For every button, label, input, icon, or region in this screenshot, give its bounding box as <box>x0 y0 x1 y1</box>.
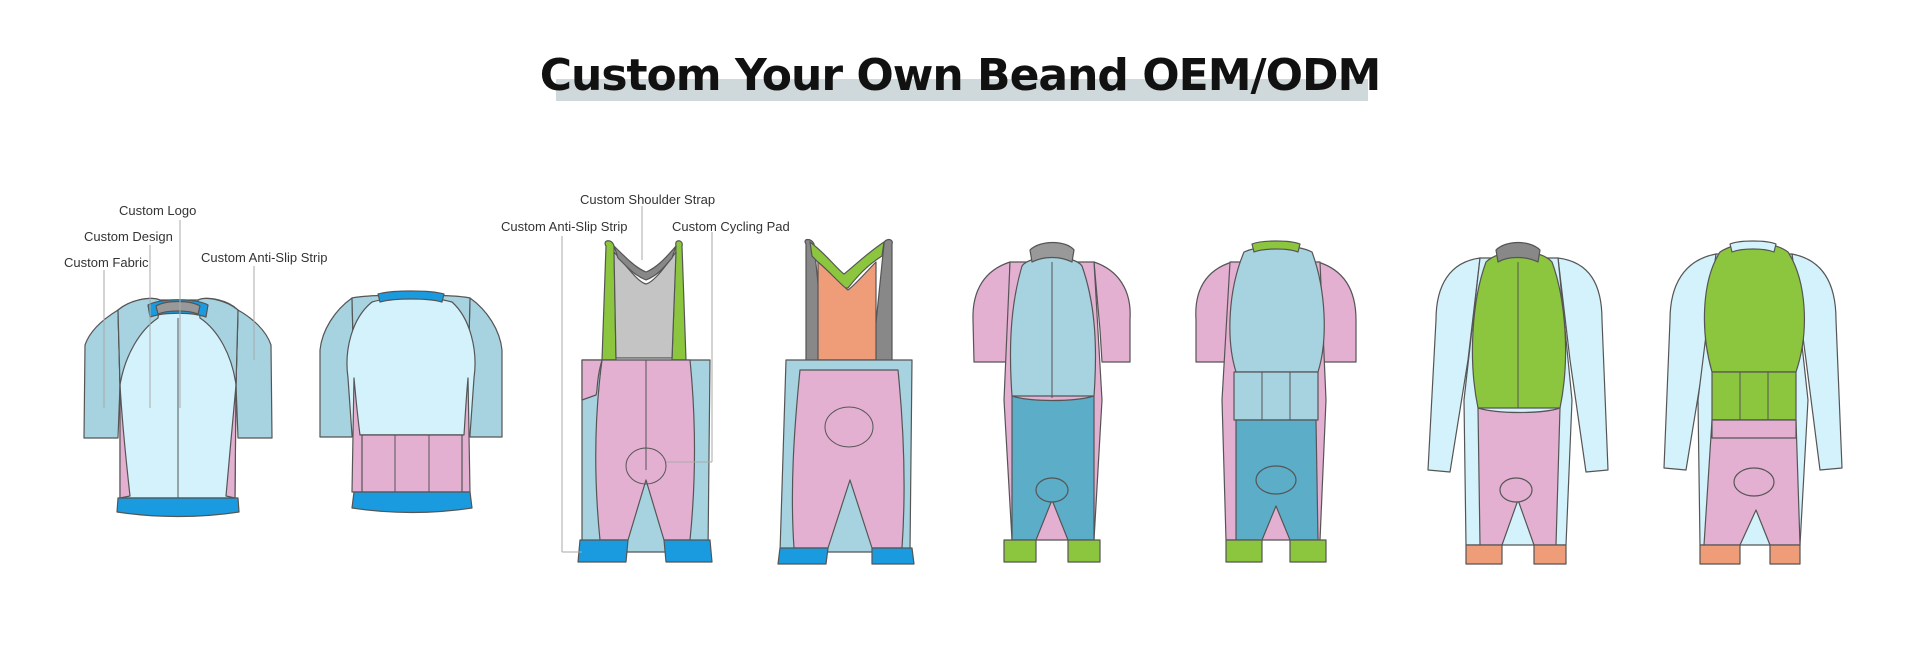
bib-annotations: Custom Shoulder Strap Custom Anti-Slip S… <box>501 192 790 553</box>
bib-shorts-front <box>577 240 713 563</box>
short-sleeve-jersey-front <box>83 297 273 518</box>
label-custom-fabric: Custom Fabric <box>64 255 149 270</box>
label-custom-anti-slip-strip-bib: Custom Anti-Slip Strip <box>501 219 627 234</box>
label-custom-anti-slip-strip-jersey: Custom Anti-Slip Strip <box>201 250 327 265</box>
long-sleeve-skinsuit-back <box>1663 240 1843 565</box>
title-underline-bar <box>556 79 1368 101</box>
jersey-annotations: Custom Logo Custom Design Custom Fabric … <box>64 203 327 408</box>
short-sleeve-skinsuit-front <box>972 241 1131 563</box>
short-sleeve-jersey-back <box>319 290 503 514</box>
label-custom-design: Custom Design <box>84 229 173 244</box>
short-sleeve-skinsuit-back <box>1195 240 1357 563</box>
bib-shorts-back <box>777 238 915 565</box>
label-custom-shoulder-strap: Custom Shoulder Strap <box>580 192 715 207</box>
label-custom-logo: Custom Logo <box>119 203 196 218</box>
long-sleeve-skinsuit-front <box>1427 241 1609 565</box>
label-custom-cycling-pad: Custom Cycling Pad <box>672 219 790 234</box>
page-title: Custom Your Own Beand OEM/ODM <box>539 50 1382 101</box>
